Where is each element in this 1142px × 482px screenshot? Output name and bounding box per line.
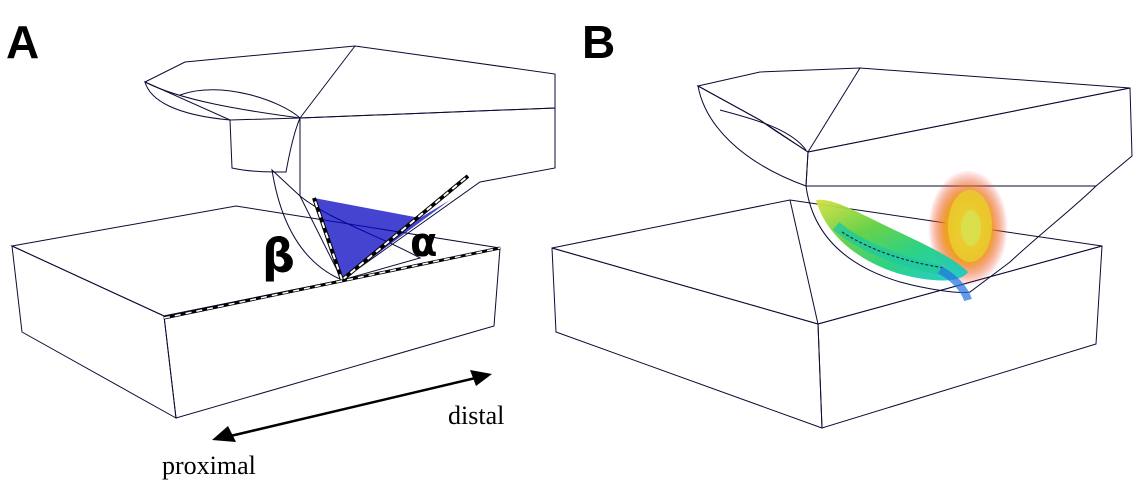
tendon-b	[696, 67, 1133, 293]
panel-a: A β α	[6, 16, 556, 480]
angle-lines-a	[163, 174, 501, 320]
angle-label-alpha: α	[410, 220, 437, 266]
arrowhead-distal-icon	[470, 370, 492, 386]
stress-hotspot-core	[961, 210, 981, 246]
direction-arrow	[212, 370, 492, 442]
panel-letter-b: B	[582, 16, 615, 68]
stress-contour-line	[841, 231, 946, 269]
panel-letter-a: A	[6, 16, 39, 68]
label-ti: TI	[776, 87, 801, 116]
tendon-a	[143, 45, 556, 281]
axis-line-long-dash	[163, 247, 501, 319]
label-proximal: proximal	[162, 451, 256, 480]
tendon-a-top-face	[143, 45, 556, 121]
tendon-b-underside	[805, 185, 1098, 293]
bone-block-b-inner-edge	[789, 199, 819, 325]
bone-block-b-left	[551, 247, 823, 429]
direction-arrow-shaft	[221, 374, 485, 440]
tendon-b-top-face	[696, 67, 1131, 153]
bone-block-a-left	[11, 245, 177, 419]
bone-block-a-front	[163, 247, 501, 419]
angle-line-beta-dash	[313, 197, 343, 281]
angle-label-beta: β	[262, 229, 295, 283]
bone-block-b	[551, 199, 1103, 429]
tendon-b-fillet-line	[719, 109, 807, 151]
angle-line-alpha-dash	[341, 175, 469, 281]
panel-b: B TI TA	[551, 16, 1133, 429]
label-ta: TA	[856, 345, 889, 374]
stress-band-right	[938, 266, 972, 302]
label-distal: distal	[448, 401, 504, 430]
tendon-a-fillet-line	[179, 89, 301, 119]
tendon-a-left-face	[144, 81, 301, 173]
stress-band-contact	[816, 199, 968, 281]
bone-block-b-front	[817, 245, 1103, 429]
arrowhead-proximal-icon	[212, 426, 236, 442]
stress-contours	[816, 170, 1008, 302]
tendon-a-top-diagonal	[299, 45, 356, 119]
tendon-b-top-diagonal	[807, 67, 861, 153]
